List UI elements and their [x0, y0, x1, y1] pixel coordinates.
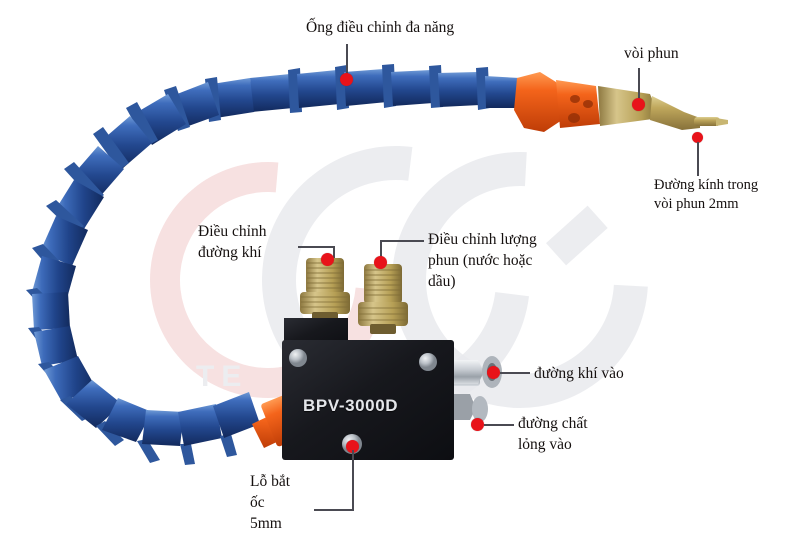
callout-air-inlet-marker — [487, 366, 500, 379]
callout-flow-adjust-label-line1: Điều chỉnh lượng — [428, 231, 537, 248]
model-label: BPV-3000D — [303, 396, 399, 415]
callout-flow-adjust-label-line3: dầu) — [428, 273, 456, 290]
callout-air-adjust-marker — [321, 253, 334, 266]
callout-flow-adjust-leader-v — [380, 240, 382, 258]
callout-nozzle-bore-label-line1: Đường kính trong — [654, 177, 759, 193]
callout-liquid-inlet-label-line2: lỏng vào — [518, 436, 572, 453]
callout-nozzle-bore-marker — [692, 132, 703, 143]
callout-liquid-inlet-marker — [471, 418, 484, 431]
callout-nozzle-bore-leader — [697, 142, 699, 176]
callout-nozzle-bore-label-line2: vòi phun 2mm — [654, 196, 739, 212]
callout-nozzle-marker — [632, 98, 645, 111]
callout-flow-adjust-leader-h — [380, 240, 424, 242]
callout-mount-hole-leader-v — [352, 450, 354, 510]
air-adjust-knob — [300, 258, 350, 324]
callout-air-inlet-leader — [500, 372, 530, 374]
callout-air-inlet-label: đường khí vào — [534, 365, 624, 382]
callout-mount-hole-label-line1: Lỗ bắt — [250, 473, 291, 490]
callout-flow-adjust-marker — [374, 256, 387, 269]
flexible-hose — [26, 64, 521, 465]
callout-liquid-inlet-leader — [484, 424, 514, 426]
callout-nozzle-label: vòi phun — [624, 45, 679, 62]
callout-mount-hole-leader-h — [314, 509, 354, 511]
callout-nozzle-leader — [638, 68, 640, 102]
callout-mount-hole-marker — [346, 440, 359, 453]
callout-hose-marker — [340, 73, 353, 86]
callout-hose-label: Ống điều chỉnh đa năng — [306, 19, 455, 36]
flow-adjust-knob — [358, 264, 408, 334]
nozzle-assembly — [514, 72, 728, 132]
callout-air-adjust-leader-h — [298, 246, 334, 248]
callout-air-adjust-leader-v — [333, 246, 335, 258]
callout-mount-hole-label-line2: ốc — [250, 494, 265, 511]
callout-liquid-inlet-label-line1: đường chất — [518, 415, 588, 432]
callout-air-adjust-label-line2: đường khí — [198, 244, 262, 261]
valve-body — [282, 318, 454, 460]
callout-air-adjust-label-line1: Điều chỉnh — [198, 223, 267, 240]
callout-flow-adjust-label-line2: phun (nước hoặc — [428, 252, 533, 269]
callout-hose-leader — [346, 44, 348, 78]
callout-mount-hole-label-line3: 5mm — [250, 515, 282, 532]
